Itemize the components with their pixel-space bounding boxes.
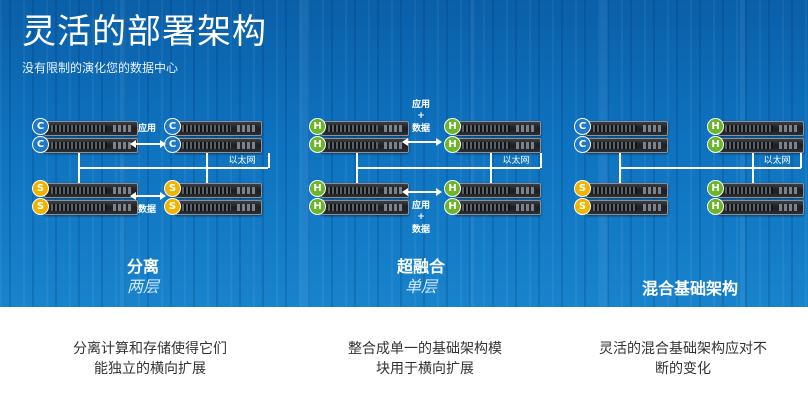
description-line: 分离计算和存储使得它们 bbox=[73, 341, 227, 357]
storage-node-icon: S bbox=[164, 180, 181, 197]
background-streak bbox=[470, 0, 474, 307]
storage-node-icon: S bbox=[574, 198, 591, 215]
background-streak bbox=[600, 0, 608, 307]
hyperconverged-node-icon: H bbox=[309, 198, 326, 215]
app-label: 应用 bbox=[137, 124, 156, 134]
compute-node-icon: C bbox=[574, 118, 591, 135]
page-title: 灵活的部署架构 bbox=[22, 12, 267, 52]
description-line: 灵活的混合基础架构应对不 bbox=[599, 341, 767, 357]
server-rack bbox=[44, 121, 138, 136]
double-arrow-icon bbox=[130, 140, 166, 148]
ethernet-label: 以太网 bbox=[502, 156, 530, 166]
plus-label: + bbox=[417, 212, 425, 222]
hyperconverged-node-icon: H bbox=[444, 180, 461, 197]
server-rack bbox=[718, 121, 804, 136]
server-rack bbox=[321, 200, 409, 215]
app-label: 应用 bbox=[411, 201, 430, 211]
server-rack bbox=[586, 138, 668, 153]
server-rack bbox=[455, 183, 541, 198]
server-rack bbox=[718, 138, 804, 153]
compute-node-icon: C bbox=[164, 118, 181, 135]
storage-node-icon: S bbox=[32, 180, 49, 197]
hyperconverged-node-icon: H bbox=[309, 136, 326, 153]
background-streak bbox=[120, 0, 126, 307]
server-rack bbox=[44, 183, 138, 198]
section-title: 超融合 bbox=[396, 257, 445, 276]
server-rack bbox=[455, 138, 541, 153]
ethernet-line bbox=[78, 167, 268, 169]
double-arrow-icon bbox=[402, 188, 442, 196]
page-subtitle: 没有限制的演化您的数据中心 bbox=[22, 61, 179, 75]
storage-node-icon: S bbox=[574, 180, 591, 197]
server-rack bbox=[718, 200, 804, 215]
description-line: 能独立的横向扩展 bbox=[94, 361, 206, 377]
app-label: 应用 bbox=[411, 100, 430, 110]
ethernet-label: 以太网 bbox=[763, 156, 791, 166]
hyperconverged-node-icon: H bbox=[444, 198, 461, 215]
description-line: 断的变化 bbox=[655, 361, 711, 377]
network-link bbox=[540, 153, 542, 168]
section-description: 灵活的混合基础架构应对不 断的变化 bbox=[583, 339, 783, 379]
double-arrow-icon bbox=[402, 138, 442, 146]
hyperconverged-node-icon: H bbox=[707, 136, 724, 153]
hero-banner: 灵活的部署架构 没有限制的演化您的数据中心 C C C C S S S S 应用… bbox=[0, 0, 808, 307]
section-description: 整合成单一的基础架构模 块用于横向扩展 bbox=[325, 339, 525, 379]
ethernet-line bbox=[619, 167, 801, 169]
data-label: 数据 bbox=[411, 225, 430, 235]
data-label: 数据 bbox=[137, 205, 156, 215]
compute-node-icon: C bbox=[32, 118, 49, 135]
server-rack bbox=[321, 138, 409, 153]
background-streak bbox=[300, 0, 310, 307]
hyperconverged-node-icon: H bbox=[444, 136, 461, 153]
hyperconverged-node-icon: H bbox=[309, 180, 326, 197]
section-subtitle: 两层 bbox=[126, 277, 159, 296]
server-rack bbox=[175, 138, 262, 153]
network-link bbox=[268, 153, 270, 168]
hyperconverged-node-icon: H bbox=[444, 118, 461, 135]
server-rack bbox=[455, 200, 541, 215]
storage-node-icon: S bbox=[32, 198, 49, 215]
hyperconverged-node-icon: H bbox=[707, 118, 724, 135]
server-rack bbox=[586, 183, 668, 198]
server-rack bbox=[44, 200, 138, 215]
network-link bbox=[800, 153, 802, 168]
data-label: 数据 bbox=[411, 124, 430, 134]
hyperconverged-node-icon: H bbox=[707, 180, 724, 197]
server-rack bbox=[44, 138, 138, 153]
section-subtitle: 单层 bbox=[404, 277, 437, 296]
description-line: 整合成单一的基础架构模 bbox=[348, 341, 502, 357]
server-rack bbox=[175, 121, 262, 136]
section-title: 混合基础架构 bbox=[641, 279, 738, 298]
ethernet-label: 以太网 bbox=[228, 156, 256, 166]
server-rack bbox=[175, 183, 262, 198]
hyperconverged-node-icon: H bbox=[309, 118, 326, 135]
server-rack bbox=[175, 200, 262, 215]
hyperconverged-node-icon: H bbox=[707, 198, 724, 215]
server-rack bbox=[586, 200, 668, 215]
description-line: 块用于横向扩展 bbox=[376, 361, 474, 377]
plus-label: + bbox=[417, 111, 425, 121]
storage-node-icon: S bbox=[164, 198, 181, 215]
server-rack bbox=[321, 183, 409, 198]
compute-node-icon: C bbox=[32, 136, 49, 153]
double-arrow-icon bbox=[130, 192, 166, 200]
section-title: 分离 bbox=[126, 257, 159, 276]
server-rack bbox=[718, 183, 804, 198]
section-description: 分离计算和存储使得它们 能独立的横向扩展 bbox=[50, 339, 250, 379]
server-rack bbox=[455, 121, 541, 136]
compute-node-icon: C bbox=[574, 136, 591, 153]
server-rack bbox=[321, 121, 409, 136]
compute-node-icon: C bbox=[164, 136, 181, 153]
server-rack bbox=[586, 121, 668, 136]
ethernet-line bbox=[356, 167, 540, 169]
background-streak bbox=[740, 0, 745, 307]
